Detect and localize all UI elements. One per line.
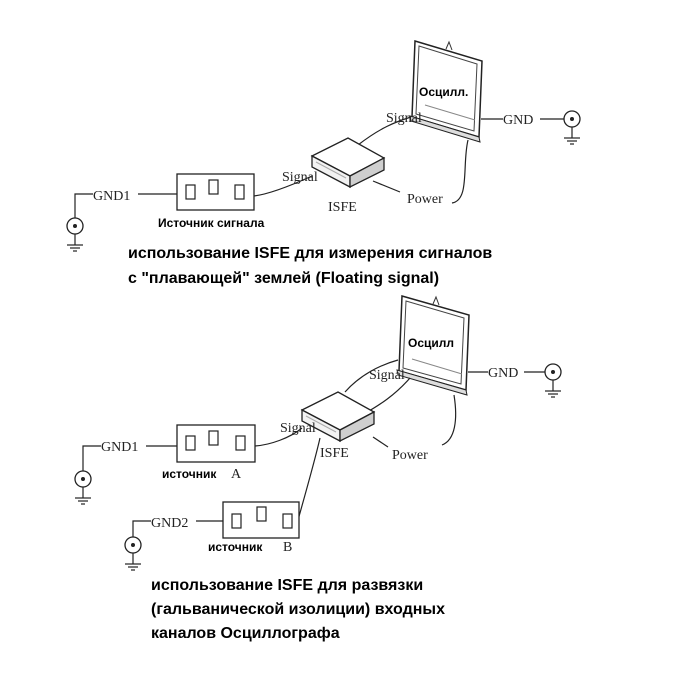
signal-label-source-2: Signal: [280, 421, 316, 436]
gnd2-label: GND2: [151, 516, 188, 531]
ground-symbol-source-b: [124, 536, 142, 571]
signal-source-a: [176, 424, 256, 463]
gnd1-label-1: GND1: [93, 189, 130, 204]
isfe-device-1: [310, 137, 386, 189]
caption-1-line-2: с "плавающей" землей (Floating signal): [128, 270, 439, 287]
signal-source-1: [176, 173, 255, 211]
power-label-1: Power: [407, 192, 443, 207]
isfe-label-1: ISFE: [328, 200, 357, 215]
source-label-1: Источник сигнала: [158, 216, 265, 230]
oscilloscope-2-label: Осцилл: [408, 336, 454, 350]
ground-symbol-source-a: [74, 470, 92, 505]
signal-label-scope-2: Signal: [369, 368, 405, 383]
source-b-letter: B: [283, 540, 292, 555]
signal-source-b: [222, 501, 300, 539]
source-a-letter: A: [231, 467, 242, 482]
oscilloscope-2: Осцилл: [396, 295, 470, 396]
caption-1-line-1: использование ISFE для измерения сигнало…: [128, 245, 492, 262]
oscilloscope-1: Осцилл.: [409, 40, 483, 143]
isfe-label-2: ISFE: [320, 446, 349, 461]
diagram-isolation: Осцилл GND Signal Power ISFE: [74, 295, 562, 642]
ground-symbol-scope-2: [544, 363, 562, 398]
diagram-floating-signal: Осцилл. GND Signal Power ISFE: [66, 40, 581, 287]
signal-label-scope-1: Signal: [386, 111, 422, 126]
caption-2-line-3: каналов Осциллографа: [151, 625, 340, 642]
caption-2-line-1: использование ISFE для развязки: [151, 577, 423, 594]
ground-symbol-source-1: [66, 217, 84, 252]
gnd-label-scope-2: GND: [488, 366, 518, 381]
isfe-device-2: [300, 391, 376, 443]
gnd-label-scope-1: GND: [503, 113, 533, 128]
source-b-label: источник: [208, 540, 263, 554]
gnd1-label-2: GND1: [101, 440, 138, 455]
caption-2-line-2: (гальванической изолиции) входных: [151, 601, 445, 618]
oscilloscope-1-label: Осцилл.: [419, 85, 468, 99]
power-label-2: Power: [392, 448, 428, 463]
source-a-label: источник: [162, 467, 217, 481]
signal-label-source-1: Signal: [282, 170, 318, 185]
ground-symbol-scope-1: [563, 110, 581, 145]
